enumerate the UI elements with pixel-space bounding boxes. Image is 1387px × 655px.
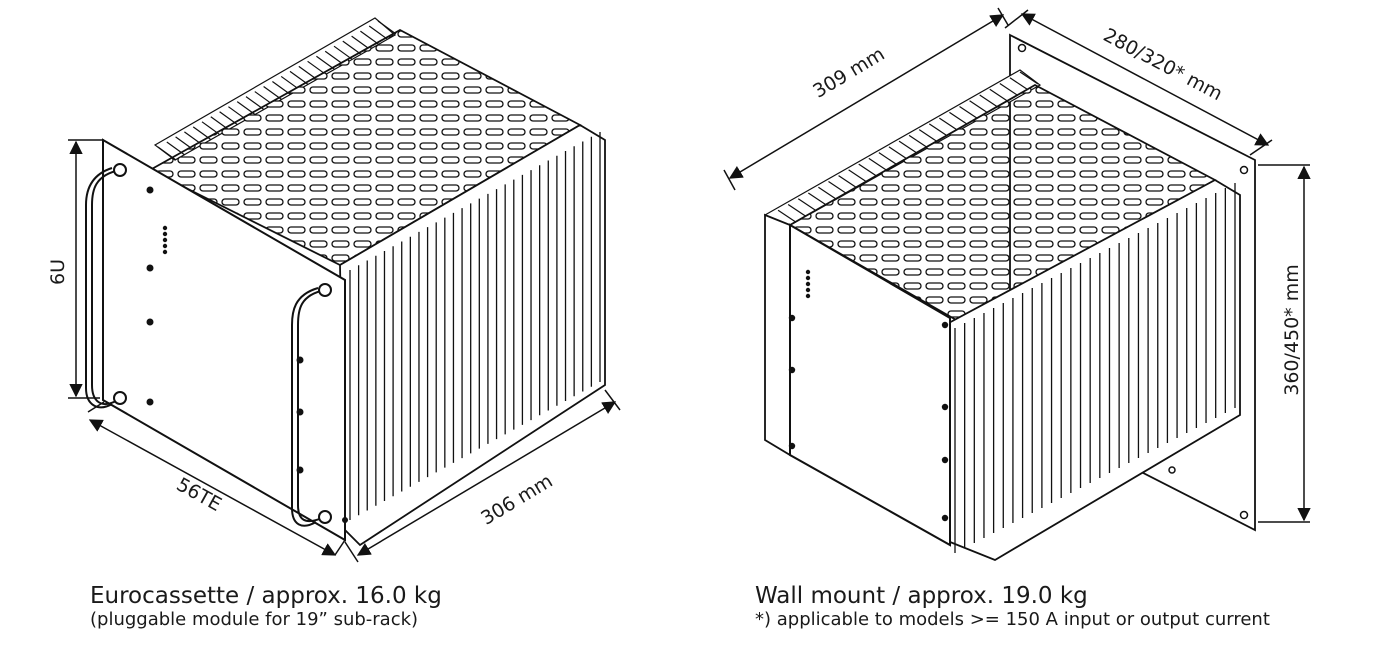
fin-line <box>298 65 318 80</box>
heatsink-fins <box>349 132 601 520</box>
wall-mount-caption-title: Wall mount / approx. 19.0 kg <box>755 583 1088 609</box>
dimension-6u <box>68 139 104 399</box>
dimension-360-450mm <box>1258 164 1311 523</box>
fin-line <box>777 209 797 223</box>
dimension-depth-label-right: 309 mm <box>809 43 888 103</box>
dimension-280-320mm <box>1004 9 1273 156</box>
dimension-height-label: 6U <box>47 259 69 285</box>
fin-line <box>787 203 807 217</box>
front-panel-right <box>789 223 951 547</box>
front-panel-screws-right <box>788 314 949 522</box>
wall-mount-caption: Wall mount / approx. 19.0 kg *) applicab… <box>755 583 1270 630</box>
fin-line <box>828 180 847 194</box>
fin-line <box>818 186 837 200</box>
wall-mount-caption-note: *) applicable to models >= 150 A input o… <box>755 609 1270 630</box>
dimension-309mm <box>723 7 1009 191</box>
dimension-depth-label: 306 mm <box>477 470 556 530</box>
heatsink-fins-right <box>954 183 1236 553</box>
fin-line <box>377 20 397 35</box>
eurocassette-caption: Eurocassette / approx. 16.0 kg (pluggabl… <box>90 583 442 630</box>
fin-line <box>342 40 362 55</box>
dimension-306mm <box>344 389 621 563</box>
eurocassette-drawing: 6U 56TE 306 mm <box>47 17 621 563</box>
status-leds <box>162 225 168 255</box>
dimension-height-label-right: 360/450* mm <box>1281 264 1303 396</box>
fin-line <box>307 60 326 75</box>
status-leds-right <box>805 269 811 299</box>
fin-line <box>797 198 817 212</box>
fin-line <box>368 25 388 40</box>
fin-line <box>324 50 344 65</box>
mounting-bracket <box>764 213 791 457</box>
wall-mount-drawing: 309 mm 280/320* mm 360/450* mm <box>723 7 1311 562</box>
dimension-56te <box>87 401 346 556</box>
fin-line <box>351 35 370 50</box>
eurocassette-caption-note: (pluggable module for 19” sub-rack) <box>90 609 419 630</box>
eurocassette-caption-title: Eurocassette / approx. 16.0 kg <box>90 583 442 609</box>
fin-line <box>807 192 827 206</box>
fin-line <box>316 55 335 70</box>
fin-line <box>333 45 353 60</box>
fin-line <box>360 30 379 45</box>
